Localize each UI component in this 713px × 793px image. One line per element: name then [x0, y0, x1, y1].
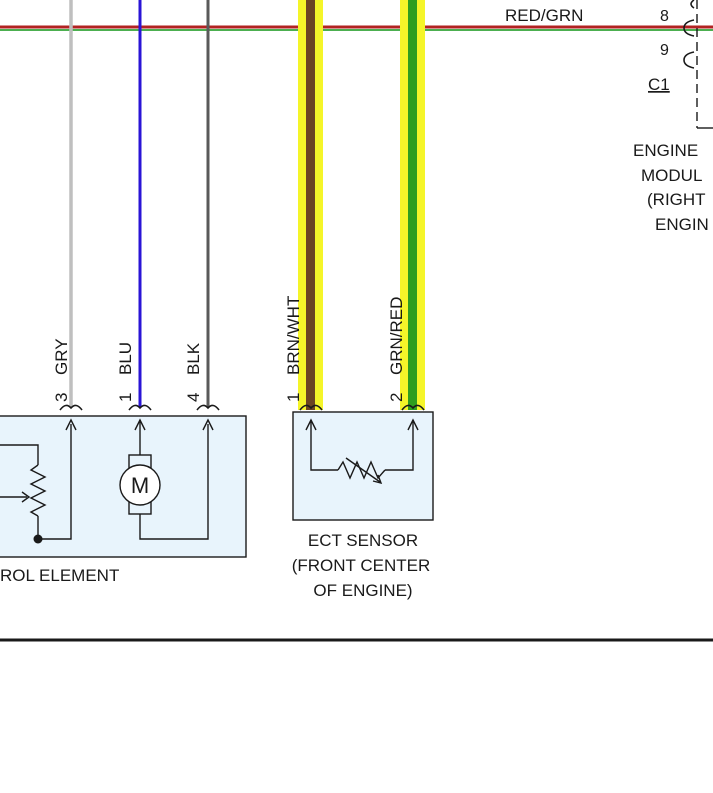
ect-sensor-box	[292, 411, 434, 521]
module-label-line-3: (RIGHT	[647, 190, 706, 209]
motor-icon	[119, 464, 161, 506]
ect-sensor-label-line-3: OF ENGINE)	[313, 581, 412, 600]
ect-sensor-label-line-2: (FRONT CENTER	[292, 556, 431, 575]
pin-number-grn-red: 2	[387, 393, 406, 402]
wire-brn-wht	[298, 0, 323, 410]
connector-ect-pin-1-bracket	[299, 404, 323, 411]
junction-dot	[33, 534, 43, 544]
module-label-line-1: ENGINE	[633, 141, 698, 160]
connector-pin-4-bracket	[196, 404, 220, 411]
wire-red-grn-horizontal	[0, 25, 713, 31]
ect-sensor-label-line-1: ECT SENSOR	[308, 531, 418, 550]
pin-label-9: 9	[660, 42, 669, 59]
wire-code-grn-red: GRN/RED	[387, 297, 406, 375]
module-label-line-2: MODUL	[641, 166, 702, 185]
connector-pin-9-bracket	[683, 51, 695, 69]
pin-label-8: 8	[660, 8, 669, 25]
wire-code-blu: BLU	[116, 342, 135, 375]
pin-number-brn-wht: 1	[284, 393, 303, 402]
connector-id-c1: C1	[648, 75, 670, 94]
pin-number-blk: 4	[184, 393, 203, 402]
connector-pin-3-bracket	[59, 404, 83, 411]
control-element-label: ROL ELEMENT	[0, 566, 119, 585]
pin-number-gry: 3	[52, 393, 71, 402]
pin-number-blu: 1	[116, 393, 135, 402]
wire-label-red-grn: RED/GRN	[505, 6, 583, 25]
wire-grn-red	[400, 0, 425, 410]
wire-code-gry: GRY	[52, 338, 71, 375]
connector-top-bracket	[690, 0, 695, 9]
connector-pin-8-bracket	[683, 19, 695, 37]
thermistor-circuit	[305, 418, 419, 485]
motor-symbol: M	[131, 473, 149, 498]
connector-pin-1-bracket	[128, 404, 152, 411]
wire-code-blk: BLK	[184, 342, 203, 375]
wire-code-brn-wht: BRN/WHT	[284, 296, 303, 375]
module-label-line-4: ENGIN	[655, 215, 709, 234]
connector-ect-pin-2-bracket	[401, 404, 425, 411]
